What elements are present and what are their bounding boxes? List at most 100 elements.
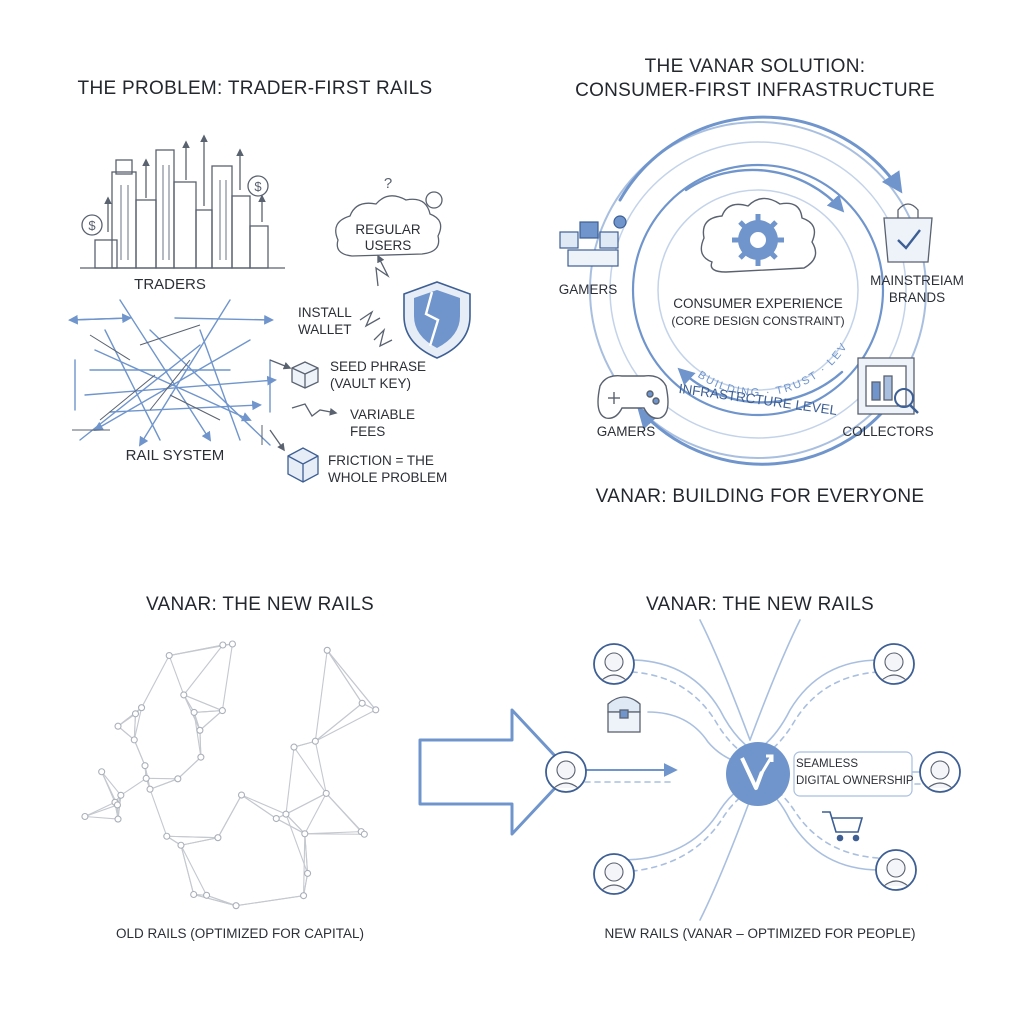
solution-title-line2: CONSUMER-FIRST INFRASTRUCTURE — [560, 80, 950, 102]
old-rail-link — [169, 656, 184, 695]
old-rail-node-figure-icon — [204, 892, 210, 898]
old-rail-node-figure-icon — [115, 723, 121, 729]
old-rail-node-figure-icon — [178, 842, 184, 848]
old-rail-node-figure-icon — [324, 647, 330, 653]
old-rail-node-figure-icon — [99, 769, 105, 775]
old-rail-node-figure-icon — [197, 727, 203, 733]
vanar-hub-logo — [726, 742, 790, 806]
old-rail-node-figure-icon — [233, 903, 239, 909]
old-rail-link — [315, 710, 375, 741]
old-rail-node-figure-icon — [283, 811, 289, 817]
old-rail-link — [178, 757, 201, 779]
old-rail-node-figure-icon — [302, 831, 308, 837]
step-seed-phrase: SEED PHRASE (VAULT KEY) — [330, 358, 426, 392]
old-rail-node-figure-icon — [164, 833, 170, 839]
new-rails-caption: NEW RAILS (VANAR – OPTIMIZED FOR PEOPLE) — [580, 926, 940, 941]
old-rail-link — [326, 793, 361, 831]
old-rail-node-figure-icon — [291, 744, 297, 750]
game-blocks-icon — [560, 216, 626, 266]
old-rail-node-figure-icon — [175, 776, 181, 782]
svg-text:$: $ — [88, 218, 96, 233]
zigzag-arrow-icon — [376, 256, 388, 286]
old-rails-caption: OLD RAILS (OPTIMIZED FOR CAPITAL) — [90, 926, 390, 941]
old-rail-link — [207, 895, 236, 905]
old-rail-link — [121, 778, 146, 795]
solution-footer: VANAR: BUILDING FOR EVERYONE — [580, 486, 940, 508]
svg-text:?: ? — [384, 175, 392, 192]
rail-system-label: RAIL SYSTEM — [100, 447, 250, 464]
old-rail-link — [181, 845, 194, 894]
old-rail-link — [167, 836, 218, 837]
old-rail-link — [276, 819, 305, 834]
old-rail-node-figure-icon — [361, 831, 367, 837]
old-rail-node-figure-icon — [131, 737, 137, 743]
svg-text:$: $ — [254, 179, 262, 194]
broken-box-icon — [288, 448, 318, 482]
node-mainstream-brands: MAINSTREIAM BRANDS — [862, 272, 972, 306]
old-rails-network — [82, 641, 379, 909]
old-rail-node-figure-icon — [305, 870, 311, 876]
regular-users-label: REGULAR USERS — [346, 222, 430, 254]
old-rail-link — [200, 711, 222, 731]
old-rail-link — [242, 795, 277, 819]
old-rail-link — [315, 703, 362, 741]
jagged-arrow-icon — [292, 404, 336, 416]
old-rail-link — [194, 711, 222, 713]
old-rail-node-figure-icon — [239, 792, 245, 798]
old-rails-title: VANAR: THE NEW RAILS — [100, 594, 420, 616]
treasure-chest-icon — [608, 697, 640, 732]
shopping-cart-icon — [822, 812, 862, 841]
step-install-wallet: INSTALL WALLET — [298, 304, 352, 338]
old-rail-link — [327, 650, 362, 703]
collector-frame-icon — [858, 358, 918, 414]
old-rail-node-figure-icon — [142, 763, 148, 769]
old-rail-link — [236, 896, 304, 906]
solution-title-line1: THE VANAR SOLUTION: — [560, 56, 950, 78]
node-gamers-top: GAMERS — [548, 282, 628, 297]
old-rail-link — [150, 779, 178, 789]
old-rail-link — [169, 645, 223, 656]
old-rail-link — [85, 816, 118, 819]
old-rail-link — [242, 795, 286, 814]
old-rail-node-figure-icon — [219, 708, 225, 714]
hub-label-line2: DIGITAL OWNERSHIP — [796, 775, 910, 787]
old-rail-node-figure-icon — [139, 705, 145, 711]
step-variable-fees: VARIABLE FEES — [350, 406, 415, 440]
old-rail-node-figure-icon — [191, 891, 197, 897]
old-rail-node-figure-icon — [359, 700, 365, 706]
old-rail-node-figure-icon — [198, 754, 204, 760]
old-rail-link — [181, 845, 207, 895]
old-rail-link — [327, 650, 376, 710]
old-rail-link — [181, 838, 218, 846]
traders-label: TRADERS — [110, 276, 230, 293]
old-rail-node-figure-icon — [166, 653, 172, 659]
old-rail-node-figure-icon — [229, 641, 235, 647]
old-rail-node-figure-icon — [118, 792, 124, 798]
old-rail-link — [315, 650, 327, 741]
old-rail-node-figure-icon — [215, 835, 221, 841]
old-rail-node-figure-icon — [191, 709, 197, 715]
hub-label-line1: SEAMLESS — [796, 758, 910, 770]
gamepad-icon — [598, 376, 668, 419]
old-rail-node-figure-icon — [82, 813, 88, 819]
step-friction: FRICTION = THE WHOLE PROBLEM — [328, 452, 447, 486]
old-rail-link — [222, 644, 232, 711]
old-rail-node-figure-icon — [147, 786, 153, 792]
old-rail-node-figure-icon — [273, 816, 279, 822]
node-gamers-bottom: GAMERS — [586, 424, 666, 439]
old-rail-node-figure-icon — [133, 711, 139, 717]
vault-box-icon — [292, 362, 318, 388]
old-rail-node-figure-icon — [301, 893, 307, 899]
old-rail-link — [184, 645, 223, 695]
traders-skyline-icon — [80, 136, 285, 268]
old-rail-link — [286, 814, 305, 834]
old-rail-node-figure-icon — [115, 816, 121, 822]
old-rail-node-figure-icon — [312, 738, 318, 744]
node-collectors: COLLECTORS — [838, 424, 938, 439]
broken-shield-icon — [404, 282, 470, 358]
new-rails-title: VANAR: THE NEW RAILS — [600, 594, 920, 616]
old-rail-node-figure-icon — [143, 775, 149, 781]
old-rail-node-figure-icon — [114, 802, 120, 808]
